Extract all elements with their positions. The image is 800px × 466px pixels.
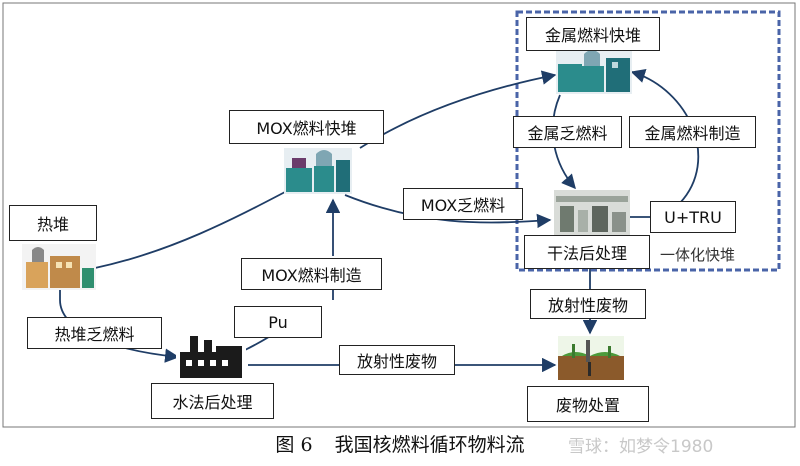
mox-fabrication-label: MOX燃料制造 xyxy=(241,258,382,290)
dry-reprocessing-label: 干法后处理 xyxy=(524,235,650,269)
mox-spent-fuel-label: MOX乏燃料 xyxy=(403,188,523,220)
mox-fast-reactor-label: MOX燃料快堆 xyxy=(229,110,384,144)
mox-reactor-icon xyxy=(284,148,352,194)
integrated-fast-reactor-label: 一体化快堆 xyxy=(660,246,736,264)
pu-label: Pu xyxy=(234,306,322,338)
waste-disposal-label: 废物处置 xyxy=(527,386,649,422)
thermal-reactor-icon xyxy=(22,244,96,290)
aqueous-reprocessing-icon xyxy=(176,336,246,380)
thermal-reactor-label: 热堆 xyxy=(9,205,97,241)
watermark: 雪球：如梦令1980 xyxy=(568,437,714,457)
metal-spent-fuel-label: 金属乏燃料 xyxy=(513,116,622,148)
dry-reprocessing-icon xyxy=(554,190,630,236)
figure-number: 图 6 xyxy=(275,434,313,456)
metal-fabrication-label: 金属燃料制造 xyxy=(629,116,756,148)
u-tru-label: U+TRU xyxy=(650,201,736,233)
waste-disposal-icon xyxy=(558,336,624,380)
radioactive-waste-label-vertical: 放射性废物 xyxy=(530,289,646,319)
figure-title: 我国核燃料循环物料流 xyxy=(334,434,525,456)
metal-fast-reactor-label: 金属燃料快堆 xyxy=(526,17,660,51)
thermal-spent-fuel-label: 热堆乏燃料 xyxy=(27,317,162,349)
arrow-mox-to-dry xyxy=(344,194,552,229)
metal-reactor-icon xyxy=(556,48,632,94)
aqueous-reprocessing-label: 水法后处理 xyxy=(151,383,274,419)
figure-caption: 图 6 我国核燃料循环物料流 xyxy=(0,430,800,457)
radioactive-waste-label-horizontal: 放射性废物 xyxy=(339,345,455,375)
outer-frame xyxy=(2,2,796,428)
arrow-thermal-to-mox xyxy=(94,179,310,269)
